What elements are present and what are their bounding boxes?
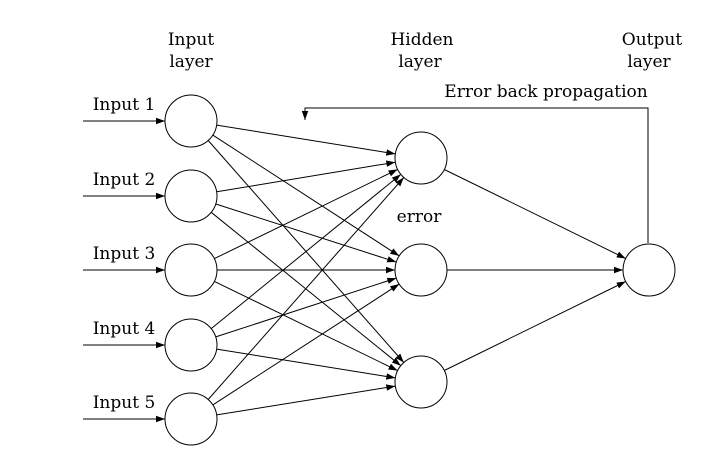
edge-input1-hidden2 — [212, 134, 400, 257]
connection-lines — [83, 117, 626, 423]
output-neuron — [622, 243, 676, 297]
edge-input3-hidden1 — [214, 168, 398, 260]
input-neuron-3 — [164, 243, 218, 297]
edge-input1-hidden1 — [216, 124, 396, 156]
hidden-layer-header-line2: layer — [398, 52, 442, 72]
output-layer-header-line2: layer — [627, 52, 671, 72]
edge-input3-hidden3 — [214, 280, 398, 372]
input-label-3: Input 3 — [93, 244, 156, 264]
edge-input4-hidden3 — [216, 348, 396, 380]
backprop-arrow — [301, 107, 649, 243]
hidden-neuron-3 — [394, 355, 448, 409]
input-neuron-2 — [164, 169, 218, 223]
hidden-layer-header-line1: Hidden — [390, 30, 453, 50]
input-label-5: Input 5 — [93, 393, 156, 413]
neurons — [164, 94, 676, 446]
input-layer-header-line1: Input — [168, 30, 214, 50]
edge-hidden1-output — [444, 169, 626, 259]
edge-input5-hidden3 — [216, 384, 396, 416]
input-neuron-5 — [164, 392, 218, 446]
error-label: error — [397, 207, 443, 227]
edge-input4-hidden1 — [210, 174, 402, 329]
input-label-2: Input 2 — [93, 170, 156, 190]
edge-input2-hidden2 — [215, 203, 397, 263]
edge-input2-hidden1 — [216, 160, 396, 193]
input-neuron-4 — [164, 318, 218, 372]
edge-hidden3-output — [444, 281, 626, 371]
edge-input4-hidden2 — [215, 277, 397, 338]
input-neuron-1 — [164, 94, 218, 148]
edge-input5-hidden1 — [207, 177, 405, 400]
edge-input5-hidden2 — [212, 283, 400, 406]
hidden-neuron-2 — [394, 243, 448, 297]
output-layer-header-line1: Output — [622, 30, 683, 50]
input-labels: Input 1 Input 2 Input 3 Input 4 Input 5 — [93, 95, 156, 413]
backprop-label: Error back propagation — [444, 82, 647, 102]
input-label-1: Input 1 — [93, 95, 156, 115]
input-layer-header-line2: layer — [169, 52, 213, 72]
input-label-4: Input 4 — [93, 319, 156, 339]
hidden-neuron-1 — [394, 131, 448, 185]
